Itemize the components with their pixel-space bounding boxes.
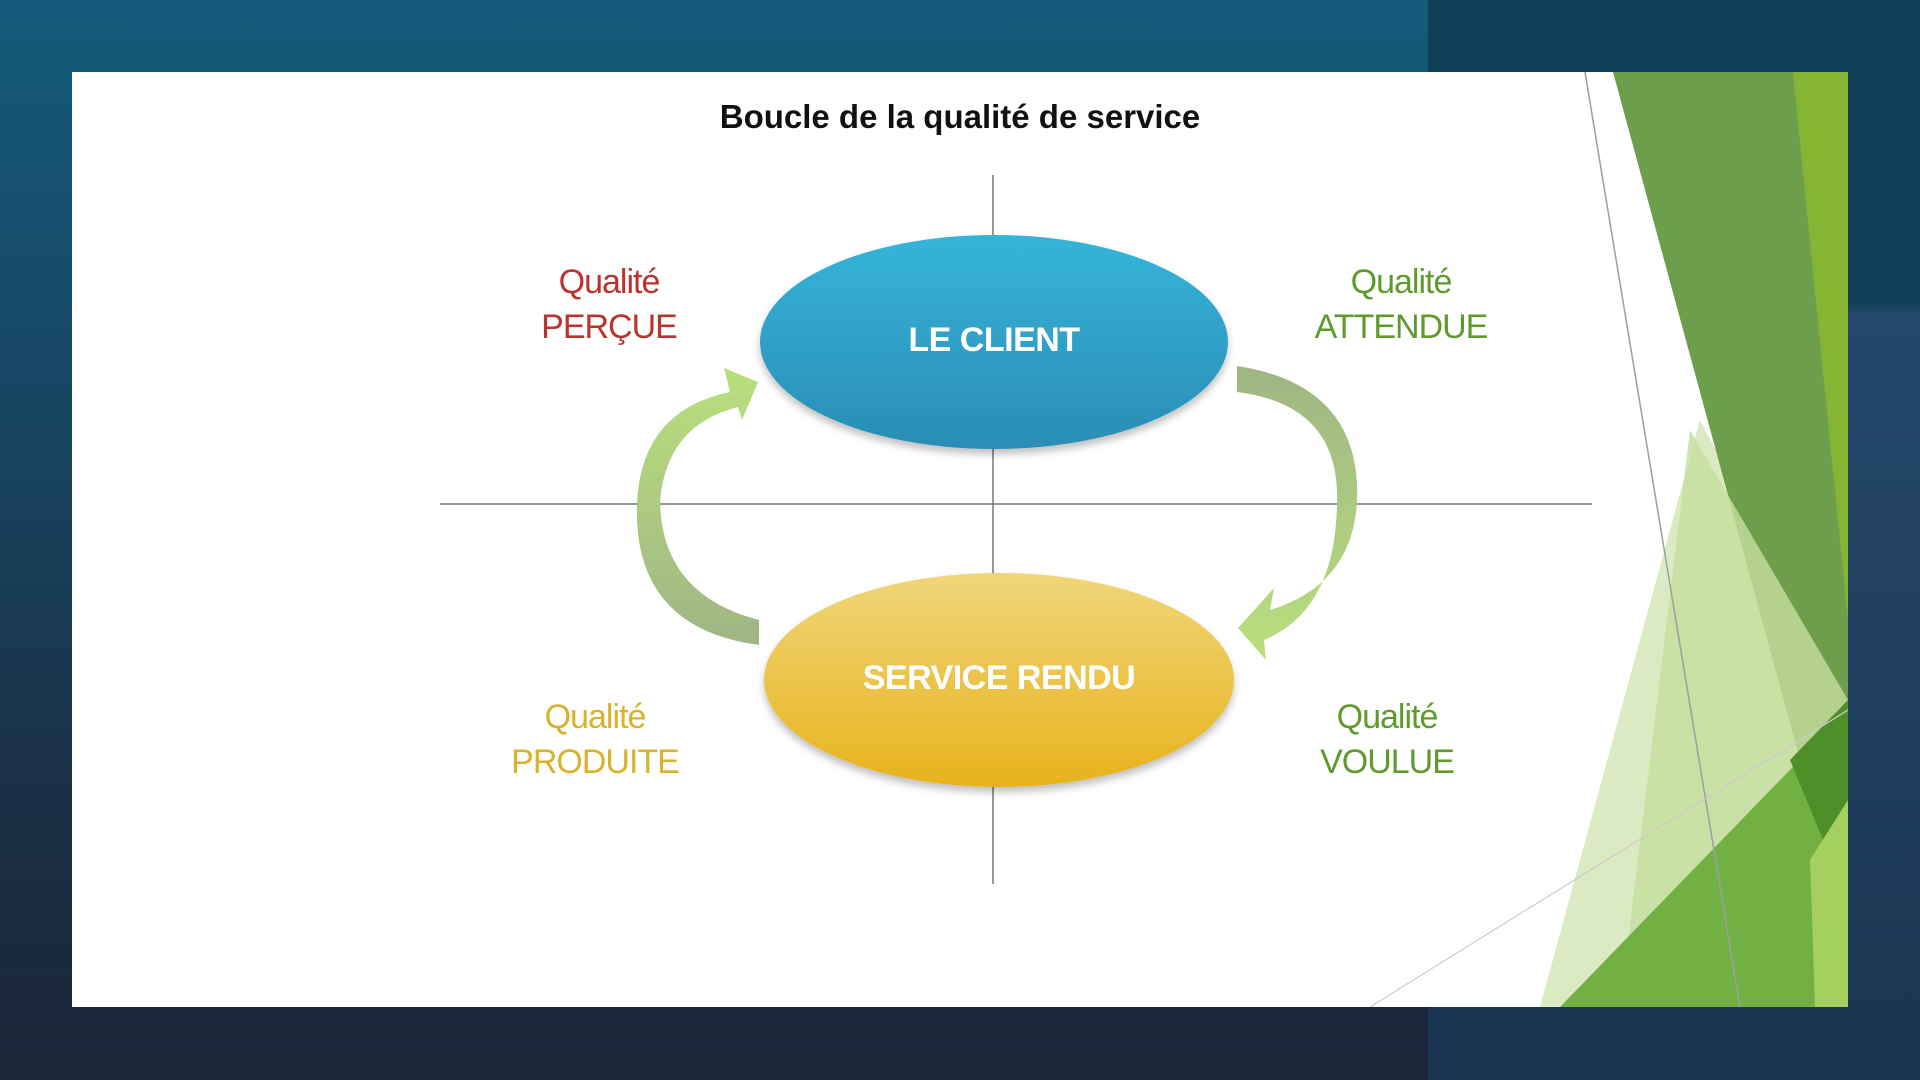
arrow-left-up-icon [636,368,759,645]
label-line1: Qualité [558,263,661,301]
label-line1: Qualité [1350,263,1453,301]
client-label: LE CLIENT [908,321,1080,359]
client-ellipse [760,235,1228,449]
label-line1: Qualité [1336,698,1439,736]
label-line2: PERÇUE [541,308,678,346]
label-line2: ATTENDUE [1314,308,1489,346]
slide [72,72,1848,1007]
label-qualite-voulue: Qualité VOULUE [1237,695,1537,785]
arrow-right-down-icon [1237,366,1358,660]
label-qualite-produite: Qualité PRODUITE [445,695,745,785]
service-label: SERVICE RENDU [862,659,1136,697]
label-line2: VOULUE [1320,743,1455,781]
slide-title: Boucle de la qualité de service [719,98,1201,135]
label-qualite-attendue: Qualité ATTENDUE [1251,260,1551,350]
label-line1: Qualité [544,698,647,736]
green-decoration [1369,72,1848,1007]
label-qualite-percue: Qualité PERÇUE [459,260,759,350]
label-line2: PRODUITE [511,743,680,781]
service-ellipse [764,573,1234,787]
